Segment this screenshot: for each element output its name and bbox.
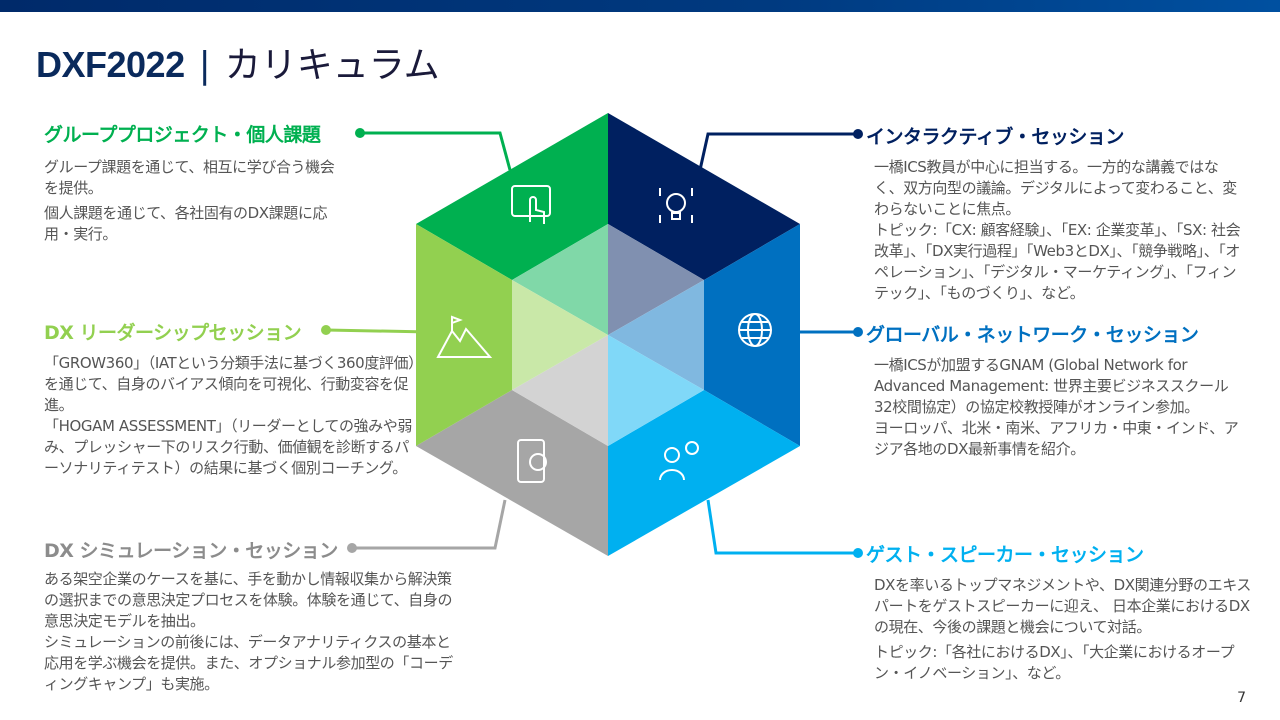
- section-text: シミュレーションの前後には、データアナリティクスの基本と応用を学ぶ機会を提供。ま…: [44, 633, 453, 693]
- section-interactive: インタラクティブ・セッション 一橋ICS教員が中心に担当する。一方的な講義ではな…: [866, 122, 1241, 304]
- tablet-touch-icon: [511, 185, 551, 224]
- section-title: グループプロジェクト・個人課題: [44, 124, 321, 146]
- section-text: トピック:「CX: 顧客経験」、「EX: 企業変革」、「SX: 社会改革」、「D…: [874, 221, 1241, 302]
- section-text: グループ課題を通じて、相互に学び合う機会を提供。: [44, 158, 335, 197]
- section-text: ある架空企業のケースを基に、手を動かし情報収集から解決策の選択までの意思決定プロ…: [44, 570, 453, 630]
- mountain-flag-icon: [436, 315, 493, 358]
- section-text: DXを率いるトップマネジメントや、DX関連分野のエキスパートをゲストスピーカーに…: [874, 576, 1251, 636]
- segment-global: [704, 224, 800, 446]
- top-bar: [0, 0, 1280, 12]
- section-simulation: DX シミュレーション・セッション ある架空企業のケースを基に、手を動かし情報収…: [44, 536, 459, 695]
- tablet-chart-icon: [517, 439, 547, 483]
- globe-network-icon: [738, 313, 772, 347]
- page-number: 7: [1237, 690, 1246, 706]
- section-title: DX シミュレーション・セッション: [44, 540, 338, 562]
- section-title: ゲスト・スピーカー・セッション: [866, 544, 1144, 566]
- section-global: グローバル・ネットワーク・セッション 一橋ICSが加盟するGNAM (Globa…: [866, 320, 1241, 460]
- section-leadership: DX リーダーシップセッション 「GROW360」（IATという分類手法に基づく…: [44, 318, 419, 479]
- section-text: 一橋ICSが加盟するGNAM (Global Network for Advan…: [874, 356, 1229, 416]
- section-text: ヨーロッパ、北米・南米、アフリカ・中東・インド、アジア各地のDX最新事情を紹介。: [874, 419, 1239, 458]
- section-text: トピック:「各社におけるDX」、「大企業におけるオープン・イノベーション」、など…: [874, 643, 1235, 682]
- page-title: DXF2022|カリキュラム: [36, 44, 440, 86]
- segment-interactive: [608, 113, 800, 280]
- section-group-project: グループプロジェクト・個人課題 グループ課題を通じて、相互に学び合う機会を提供。…: [44, 120, 344, 245]
- people-gear-icon: [659, 441, 699, 481]
- section-text: 「HOGAM ASSESSMENT」（リーダーとしての強みや弱み、プレッシャー下…: [44, 417, 412, 477]
- section-title: インタラクティブ・セッション: [866, 126, 1124, 148]
- section-title: DX リーダーシップセッション: [44, 322, 302, 344]
- section-text: 一橋ICS教員が中心に担当する。一方的な講義ではなく、双方向型の議論。デジタルに…: [874, 158, 1237, 218]
- section-text: 個人課題を通じて、各社固有のDX課題に応用・実行。: [44, 204, 328, 243]
- lightbulb-people-icon: [659, 188, 693, 223]
- section-text: 「GROW360」（IATという分類手法に基づく360度評価）を通じて、自身のバ…: [44, 354, 416, 414]
- segment-sim: [416, 390, 608, 556]
- section-title: グローバル・ネットワーク・セッション: [866, 324, 1199, 346]
- segment-guest: [608, 390, 800, 556]
- section-guest: ゲスト・スピーカー・セッション DXを率いるトップマネジメントや、DX関連分野の…: [866, 540, 1256, 684]
